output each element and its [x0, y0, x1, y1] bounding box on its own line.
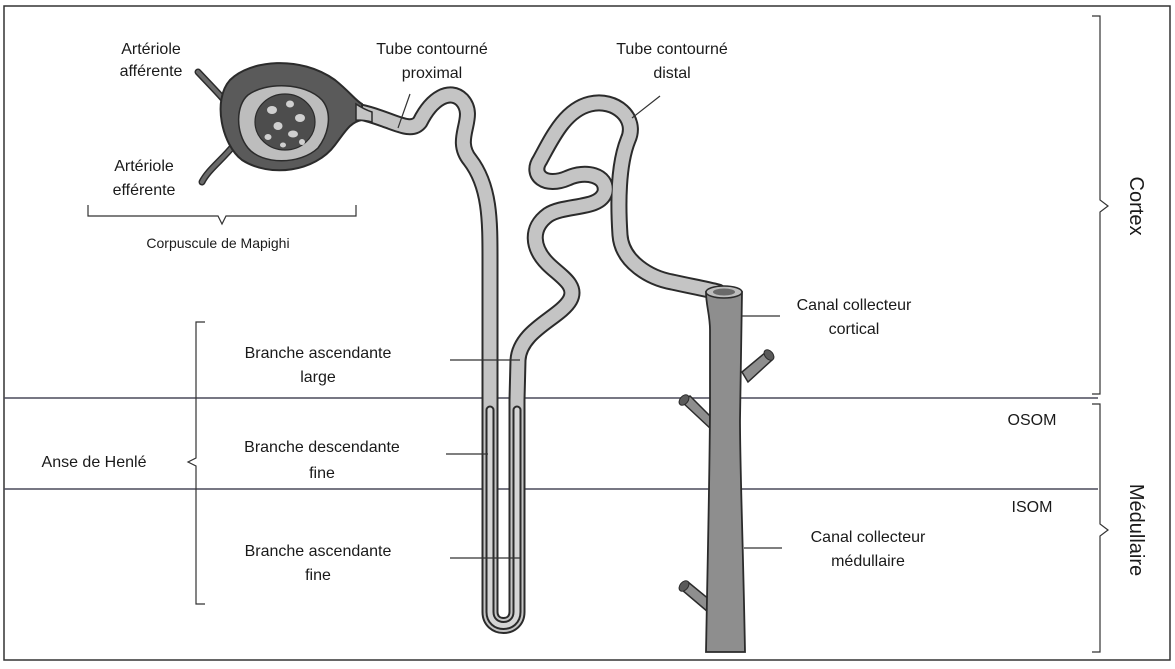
label-afferent-1: Artériole: [121, 41, 181, 58]
cortex-bracket: [1092, 16, 1108, 394]
label-asc-fine-1: Branche ascendante: [245, 543, 392, 560]
label-distal-1: Tube contourné: [616, 41, 728, 58]
label-desc-fine-1: Branche descendante: [244, 439, 400, 456]
henle-bracket: [188, 322, 205, 604]
distal-leader: [632, 96, 660, 118]
label-isom: ISOM: [1012, 499, 1053, 516]
label-medullaire: Médullaire: [1125, 484, 1147, 576]
label-cortical-2: cortical: [829, 321, 880, 338]
malpighi-corpuscle: [198, 63, 372, 182]
label-asc-large-2: large: [300, 369, 336, 386]
label-cortex: Cortex: [1125, 177, 1147, 236]
label-osom: OSOM: [1008, 412, 1057, 429]
label-proximal-1: Tube contourné: [376, 41, 488, 58]
corpuscle-bracket: [88, 205, 356, 224]
label-distal-2: distal: [653, 65, 690, 82]
label-medullary-1: Canal collecteur: [811, 529, 926, 546]
label-medullary-2: médullaire: [831, 553, 905, 570]
label-efferent-1: Artériole: [114, 158, 174, 175]
label-desc-fine-2: fine: [309, 465, 335, 482]
label-asc-large-1: Branche ascendante: [245, 345, 392, 362]
label-efferent-2: efférente: [113, 182, 176, 199]
label-anse-henle: Anse de Henlé: [42, 454, 147, 471]
label-asc-fine-2: fine: [305, 567, 331, 584]
nephron-tubule: [360, 95, 718, 626]
label-afferent-2: afférente: [120, 63, 183, 80]
label-proximal-2: proximal: [402, 65, 462, 82]
label-cortical-1: Canal collecteur: [797, 297, 912, 314]
collecting-duct: [677, 286, 776, 652]
medullaire-bracket: [1092, 404, 1108, 652]
label-corpuscule: Corpuscule de Mapighi: [146, 235, 289, 251]
